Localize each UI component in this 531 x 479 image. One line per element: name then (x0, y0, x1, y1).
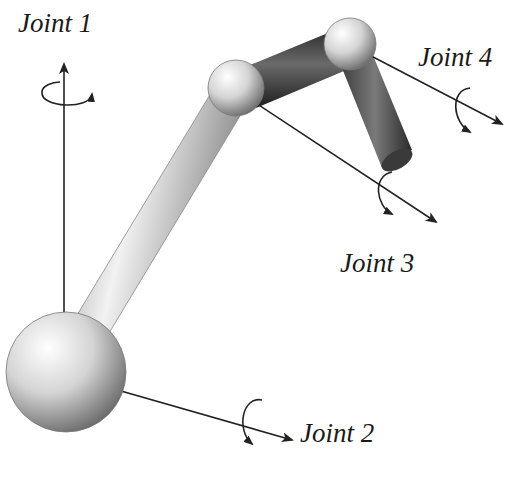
joint-label: Joint 3 (340, 250, 414, 277)
joint-label: Joint 4 (418, 44, 492, 71)
joint-label: Joint 2 (300, 420, 374, 447)
joint-label: Joint 1 (18, 10, 92, 37)
